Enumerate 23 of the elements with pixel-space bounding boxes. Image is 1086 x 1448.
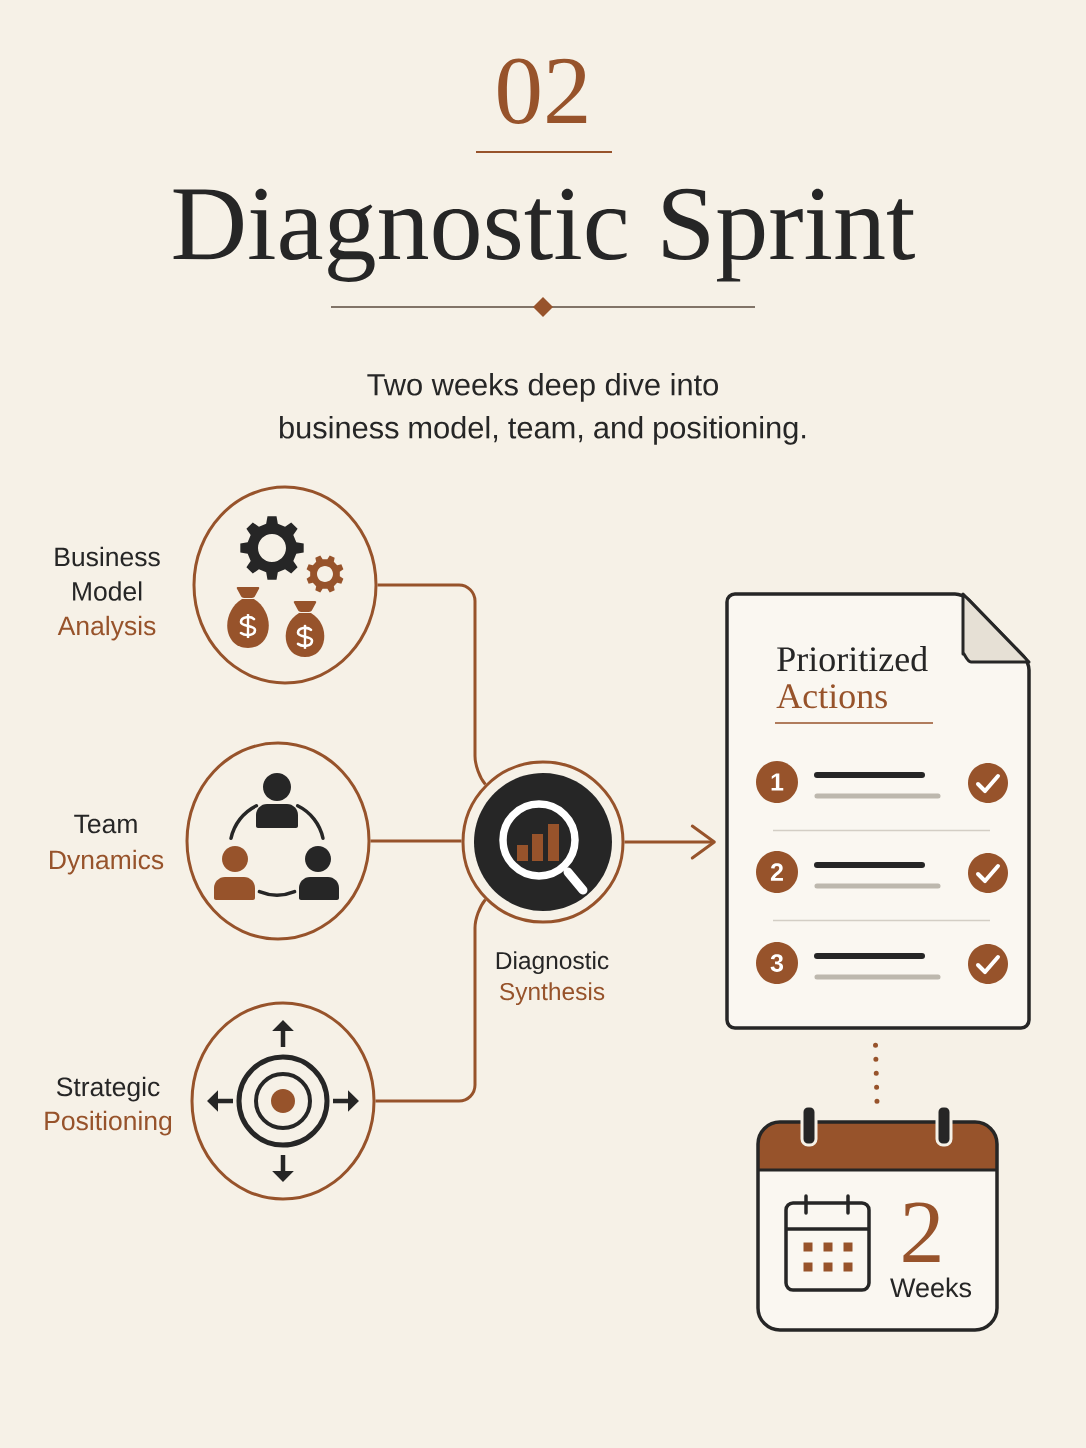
circle-label: Dynamics <box>50 849 164 875</box>
dotted-line <box>873 1042 880 1107</box>
section-number: 02 <box>498 58 587 124</box>
circle-label: Synthesis <box>500 982 605 1006</box>
circle-label: Diagnostic <box>496 951 609 975</box>
connector-line <box>370 839 462 843</box>
title: Diagnostic Sprint <box>173 188 915 282</box>
circle-label: Positioning <box>45 1110 172 1136</box>
connector-line <box>377 583 487 786</box>
subtitle: Two weeks deep dive into business model, team, and positioning. <box>280 373 806 445</box>
circle-label: Team <box>74 814 137 834</box>
circle-label: Strategic <box>56 1076 160 1102</box>
number-badge: 2 <box>756 851 798 893</box>
heading: Prioritized <box>777 646 928 672</box>
arrow <box>624 824 716 860</box>
circle-label: Analysis <box>57 615 156 641</box>
circle-label: Business Model <box>55 546 160 601</box>
number-badge: 3 <box>756 942 798 984</box>
number-badge: 1 <box>756 761 798 803</box>
big-number: 2 <box>903 1202 940 1262</box>
heading: Actions <box>776 684 887 709</box>
connector-line <box>375 898 487 1103</box>
unit-label: Weeks <box>890 1277 972 1298</box>
